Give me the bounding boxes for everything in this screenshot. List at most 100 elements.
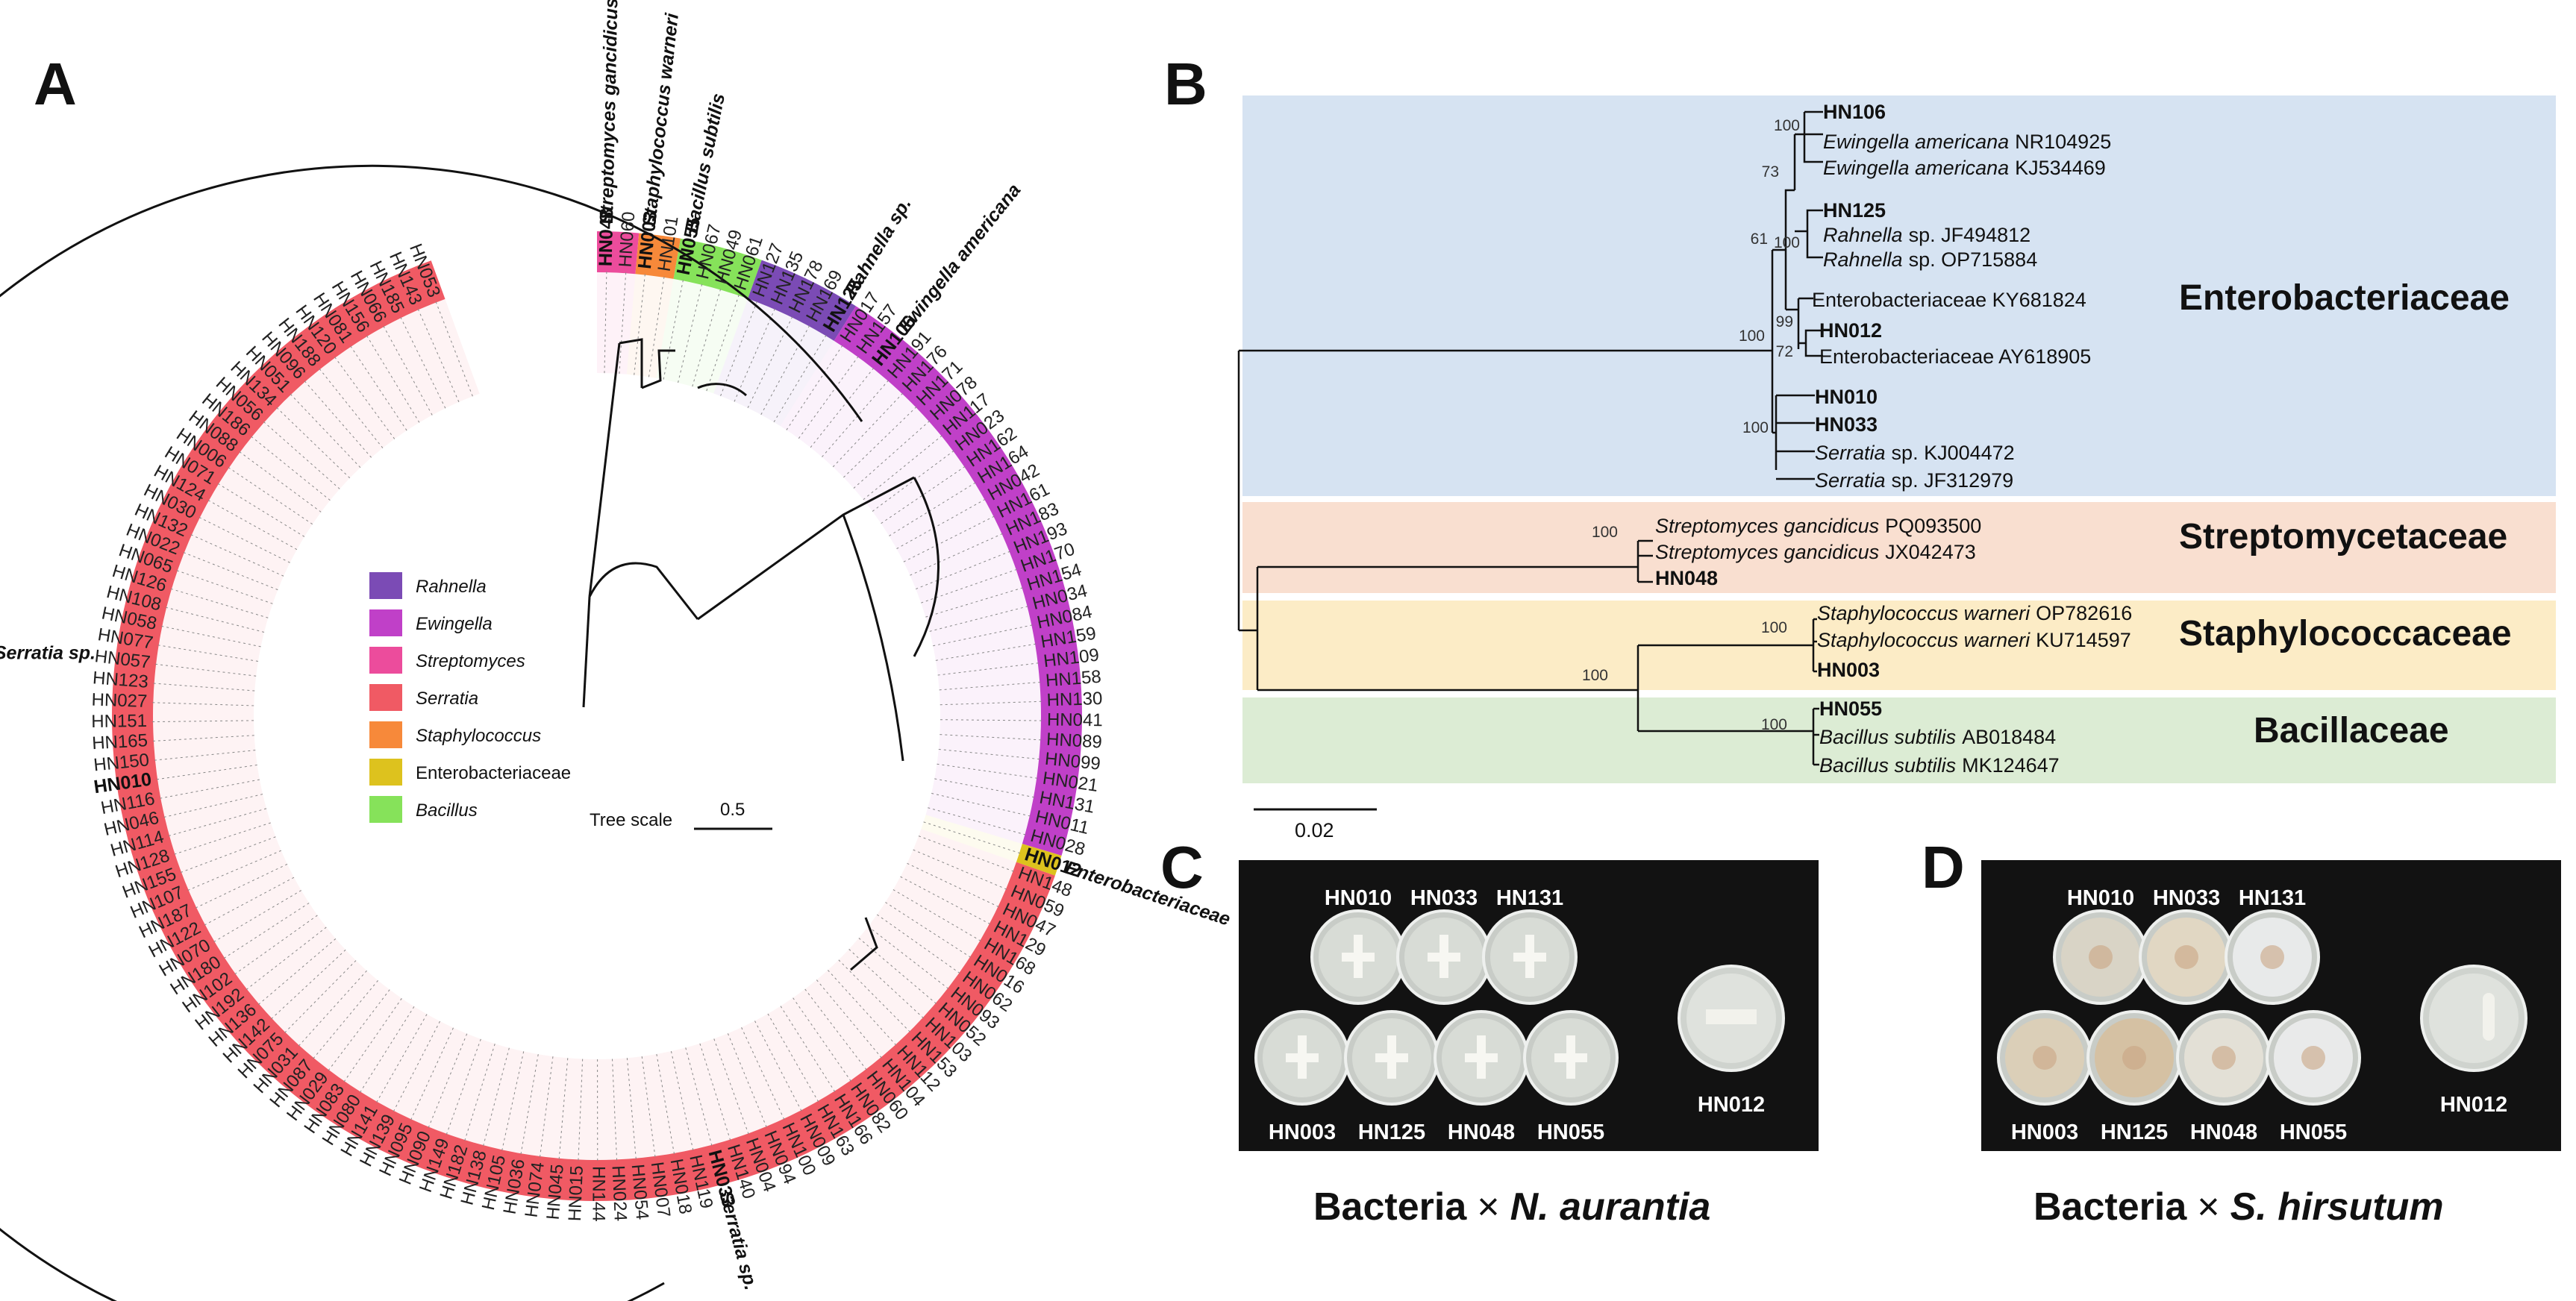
leaf-guide [940, 719, 1042, 721]
ring-wash-ewingella [780, 340, 1042, 844]
leaf-guide [641, 1056, 656, 1158]
leaf-guide [463, 1044, 495, 1142]
leaf-guide [727, 1033, 768, 1129]
leaf-guide [896, 498, 987, 550]
leaf-guide [245, 927, 327, 991]
leaf-guide [284, 960, 357, 1034]
leaf-guide [319, 368, 384, 448]
taxon-t4: HN125 [1823, 199, 1886, 222]
leaf-guide [539, 1056, 554, 1159]
ring-sector-rahnella [748, 260, 856, 341]
plate-label: HN033 [2153, 886, 2220, 910]
leaf-guide [868, 926, 949, 990]
legend-swatch-serratia [369, 684, 402, 711]
leaf-guide [713, 1038, 749, 1135]
leaf-guide [159, 779, 260, 799]
bootstrap-value: 100 [1739, 327, 1765, 345]
leaf-label: HN089 [1045, 730, 1102, 753]
bootstrap-value: 100 [1582, 667, 1608, 684]
leaf-guide [175, 569, 273, 604]
leaf-guide [663, 279, 684, 380]
leaf-guide [151, 702, 254, 706]
leaf-guide [216, 483, 305, 537]
panel-b-tree-branches [1237, 110, 1823, 766]
leaf-guide [780, 1006, 836, 1093]
leaf-guide [165, 606, 265, 633]
taxon-accession: sp. JF494812 [1909, 224, 2031, 246]
taxon-isolate: HN055 [1819, 697, 1882, 720]
tree-scale-label: Tree scale [590, 810, 672, 830]
leaf-label: HN027 [91, 690, 148, 712]
leaf-guide [678, 283, 703, 383]
b-lower-stem [1256, 565, 1638, 692]
taxon-species: Streptomyces gancidicus [1655, 541, 1879, 563]
b-ewingella [1793, 110, 1823, 190]
leaf-guide [382, 325, 433, 416]
family-band-streptomycetaceae [1242, 502, 2556, 593]
leaf-guide [151, 720, 254, 723]
callout-hn106: Ewingella americana [895, 180, 1025, 336]
callout-hn055: Bacillus subtilis [681, 92, 729, 235]
legend-label: Bacillus [416, 800, 478, 821]
bootstrap-value: 72 [1776, 343, 1793, 360]
leaf-guide [275, 407, 351, 479]
callout-hn125: Rahnella sp. [841, 194, 916, 299]
leaf-guide [626, 1058, 637, 1160]
leaf-guide [203, 877, 295, 926]
plate-top-streak [1428, 935, 1460, 978]
ring-sector-enterobacteriaceae [1016, 844, 1062, 876]
leaf-guide [798, 355, 860, 439]
leaf-guide [163, 794, 263, 818]
ring-sector-ewingella [834, 306, 1082, 856]
panel-label-a: A [34, 51, 77, 117]
leaf-guide [328, 989, 390, 1072]
taxon-species: Ewingella americana [1823, 157, 2009, 179]
leaf-guide [428, 1033, 468, 1129]
leaf-guide [863, 434, 943, 501]
plate-bottom-streak [1465, 1035, 1498, 1079]
leaf-guide [885, 902, 972, 959]
leaf-guide [892, 889, 982, 942]
callout-hn010: Serratia sp. [0, 643, 96, 664]
leaf-guide [250, 436, 331, 501]
leaf-guide [760, 325, 810, 416]
taxon-species: Serratia [1815, 442, 1886, 464]
leaf-guide [343, 998, 402, 1083]
plate-bottom-center [2122, 1046, 2146, 1070]
leaf-label: HN045 [543, 1164, 568, 1221]
taxon-species: Streptomyces gancidicus [1655, 515, 1879, 537]
leaf-guide [793, 997, 852, 1082]
plate-label: HN012 [1698, 1093, 1765, 1117]
callout-hn012: Enterobacteriaceae [1063, 857, 1233, 930]
b-bacillus [1812, 707, 1819, 766]
leaf-guide [881, 465, 966, 524]
taxon-t8: HN012 [1819, 319, 1882, 342]
leaf-label: HN123 [92, 668, 149, 692]
plate-label: HN055 [1537, 1120, 1604, 1144]
ring-sector-bacillus [673, 238, 762, 299]
leaf-guide [648, 275, 665, 377]
taxon-accession: Enterobacteriaceae AY618905 [1819, 345, 2091, 368]
leaf-guide [182, 551, 278, 591]
panel-a-legend: RahnellaEwingellaStreptomycesSerratiaSta… [369, 572, 571, 823]
taxon-accession: KU714597 [2036, 629, 2131, 651]
bootstrap-value: 100 [1742, 419, 1769, 436]
taxon-t19: HN003 [1817, 659, 1880, 681]
leaf-guide [931, 792, 1031, 817]
tree-serratia-subclade [850, 917, 878, 971]
plate-label: HN125 [2101, 1120, 2168, 1144]
leaf-guide [838, 959, 911, 1033]
leaf-guide [155, 764, 257, 780]
plate-bottom-center [2212, 1046, 2236, 1070]
leaf-guide [619, 272, 627, 374]
taxon-species: Bacillus subtilis [1819, 726, 1956, 748]
leaf-guide [195, 863, 288, 909]
tree-strept-branch [588, 342, 621, 598]
taxon-species: Bacillus subtilis [1819, 754, 1956, 777]
